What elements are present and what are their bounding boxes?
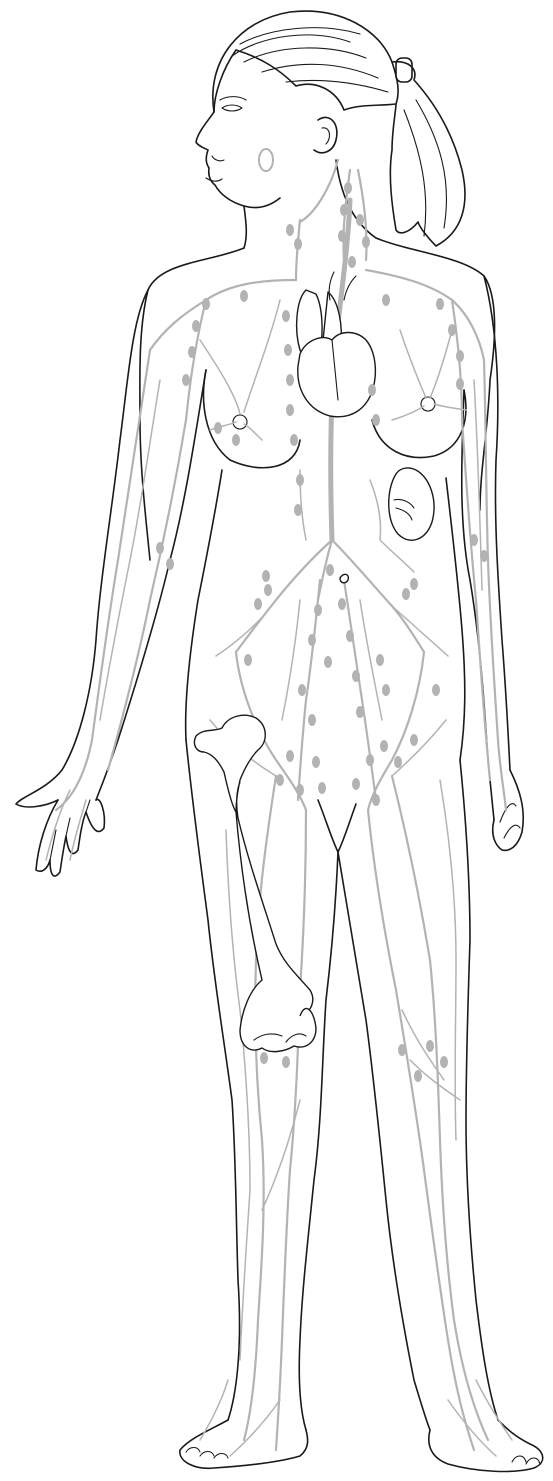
lymph-node <box>286 374 294 386</box>
lymph-node <box>352 778 360 790</box>
lymph-node <box>372 794 380 806</box>
lymphatic-vessels <box>46 160 512 1456</box>
lymph-node <box>356 214 364 226</box>
lymph-node <box>156 542 164 554</box>
lymph-node <box>296 474 304 486</box>
lymph-node <box>382 684 390 696</box>
lymph-node <box>440 1056 448 1068</box>
body-outline <box>16 11 543 1471</box>
face-outline <box>196 50 280 208</box>
lymph-node <box>326 564 334 576</box>
lymph-node <box>262 570 270 582</box>
lymph-node <box>294 504 302 516</box>
hair <box>213 11 398 112</box>
lymph-node <box>426 1040 434 1052</box>
lymph-node <box>232 434 240 446</box>
lymph-node <box>338 598 346 610</box>
lymph-node <box>432 684 440 696</box>
lymph-node <box>398 1044 406 1056</box>
lymph-node <box>182 374 190 386</box>
lymph-node <box>414 1070 422 1082</box>
lymph-node <box>368 384 376 396</box>
eye <box>222 105 242 111</box>
lymph-node <box>352 670 360 682</box>
left-leg <box>186 740 240 1420</box>
ponytail <box>390 62 465 246</box>
lymph-node <box>366 754 374 766</box>
lymph-node <box>192 320 200 332</box>
left-hand <box>36 799 104 876</box>
lymph-node <box>340 204 348 216</box>
left-foot <box>180 1420 308 1468</box>
ear <box>314 117 337 152</box>
mouth <box>206 178 222 181</box>
lymph-node <box>308 714 316 726</box>
lymph-node <box>448 324 456 336</box>
lymph-node <box>284 344 292 356</box>
right-breast <box>372 390 466 458</box>
right-hand <box>493 770 524 850</box>
lymph-node <box>314 604 322 616</box>
lymph-node <box>362 236 370 248</box>
lymph-node <box>356 706 364 718</box>
facial-node <box>259 149 273 171</box>
lymph-node <box>286 750 294 762</box>
lymph-node <box>436 298 444 310</box>
right-nipple <box>421 397 435 411</box>
lymph-node <box>380 740 388 752</box>
lymph-node <box>298 684 306 696</box>
lymph-node <box>456 378 464 390</box>
lymph-node <box>244 654 252 666</box>
lymph-node <box>480 550 488 562</box>
lymph-node <box>282 310 290 322</box>
spleen <box>389 468 434 540</box>
lymph-node <box>456 350 464 362</box>
lymph-node <box>410 734 418 746</box>
lymph-node <box>240 290 248 302</box>
lymph-node <box>402 588 410 600</box>
left-breast <box>204 370 300 468</box>
lymph-node <box>318 782 326 794</box>
lymph-node <box>276 774 284 786</box>
lymph-node <box>296 784 304 796</box>
lymph-node <box>264 584 272 596</box>
lymph-node <box>344 182 352 194</box>
lymph-node <box>348 256 356 268</box>
lymph-node <box>282 1056 290 1068</box>
lymph-node <box>294 238 302 250</box>
heart <box>298 333 376 417</box>
left-arm <box>16 290 148 807</box>
lymph-node <box>376 654 384 666</box>
right-leg <box>338 852 430 1430</box>
lymph-node <box>308 634 316 646</box>
lymph-node <box>312 756 320 768</box>
lymph-node <box>286 404 294 416</box>
lymph-node <box>260 1052 268 1064</box>
lymph-node <box>394 756 402 768</box>
lymph-node <box>382 294 390 306</box>
lymph-node <box>286 224 294 236</box>
lymph-node <box>372 414 380 426</box>
lymph-node <box>338 230 346 242</box>
lymph-node <box>290 434 298 446</box>
lymph-node <box>166 558 174 570</box>
lymph-node <box>202 298 210 310</box>
lymph-node <box>470 534 478 546</box>
lymph-node <box>410 578 418 590</box>
lymph-node <box>188 346 196 358</box>
lymph-node <box>346 630 354 642</box>
lymph-node <box>214 422 222 434</box>
lymph-node <box>324 656 332 668</box>
lymph-node <box>254 598 262 610</box>
